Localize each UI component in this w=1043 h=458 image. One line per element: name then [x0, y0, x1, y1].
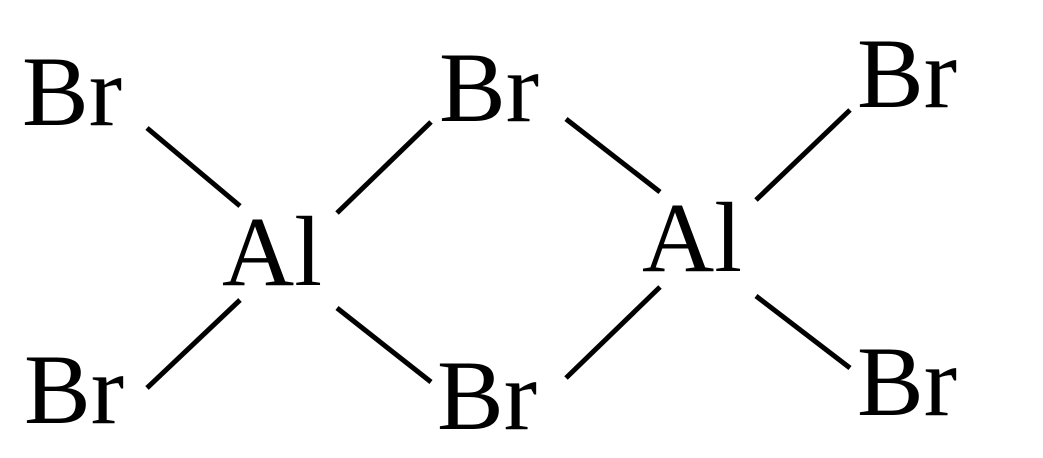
atom-al-right: Al: [642, 182, 742, 293]
bond-al-left-br-top-bridge: [335, 120, 433, 215]
atom-br-bottom-right: Br: [857, 326, 957, 437]
atom-br-top-bridge: Br: [439, 32, 539, 143]
atom-br-bottom-left: Br: [24, 334, 124, 445]
atom-al-left: Al: [222, 196, 322, 307]
bond-al-right-br-top-right: [754, 108, 852, 202]
atom-br-top-right: Br: [857, 18, 957, 129]
bond-br-bottom-bridge-al-right: [564, 285, 662, 380]
atom-br-bottom-bridge: Br: [437, 340, 537, 451]
atom-br-top-left: Br: [22, 36, 122, 147]
bond-al-right-br-bottom-right: [754, 294, 852, 370]
bond-br-bottom-left-al-left: [145, 298, 242, 390]
bond-br-top-bridge-al-right: [564, 117, 662, 194]
bond-al-left-br-bottom-bridge: [335, 306, 433, 384]
bond-br-top-left-al-left: [145, 126, 242, 208]
